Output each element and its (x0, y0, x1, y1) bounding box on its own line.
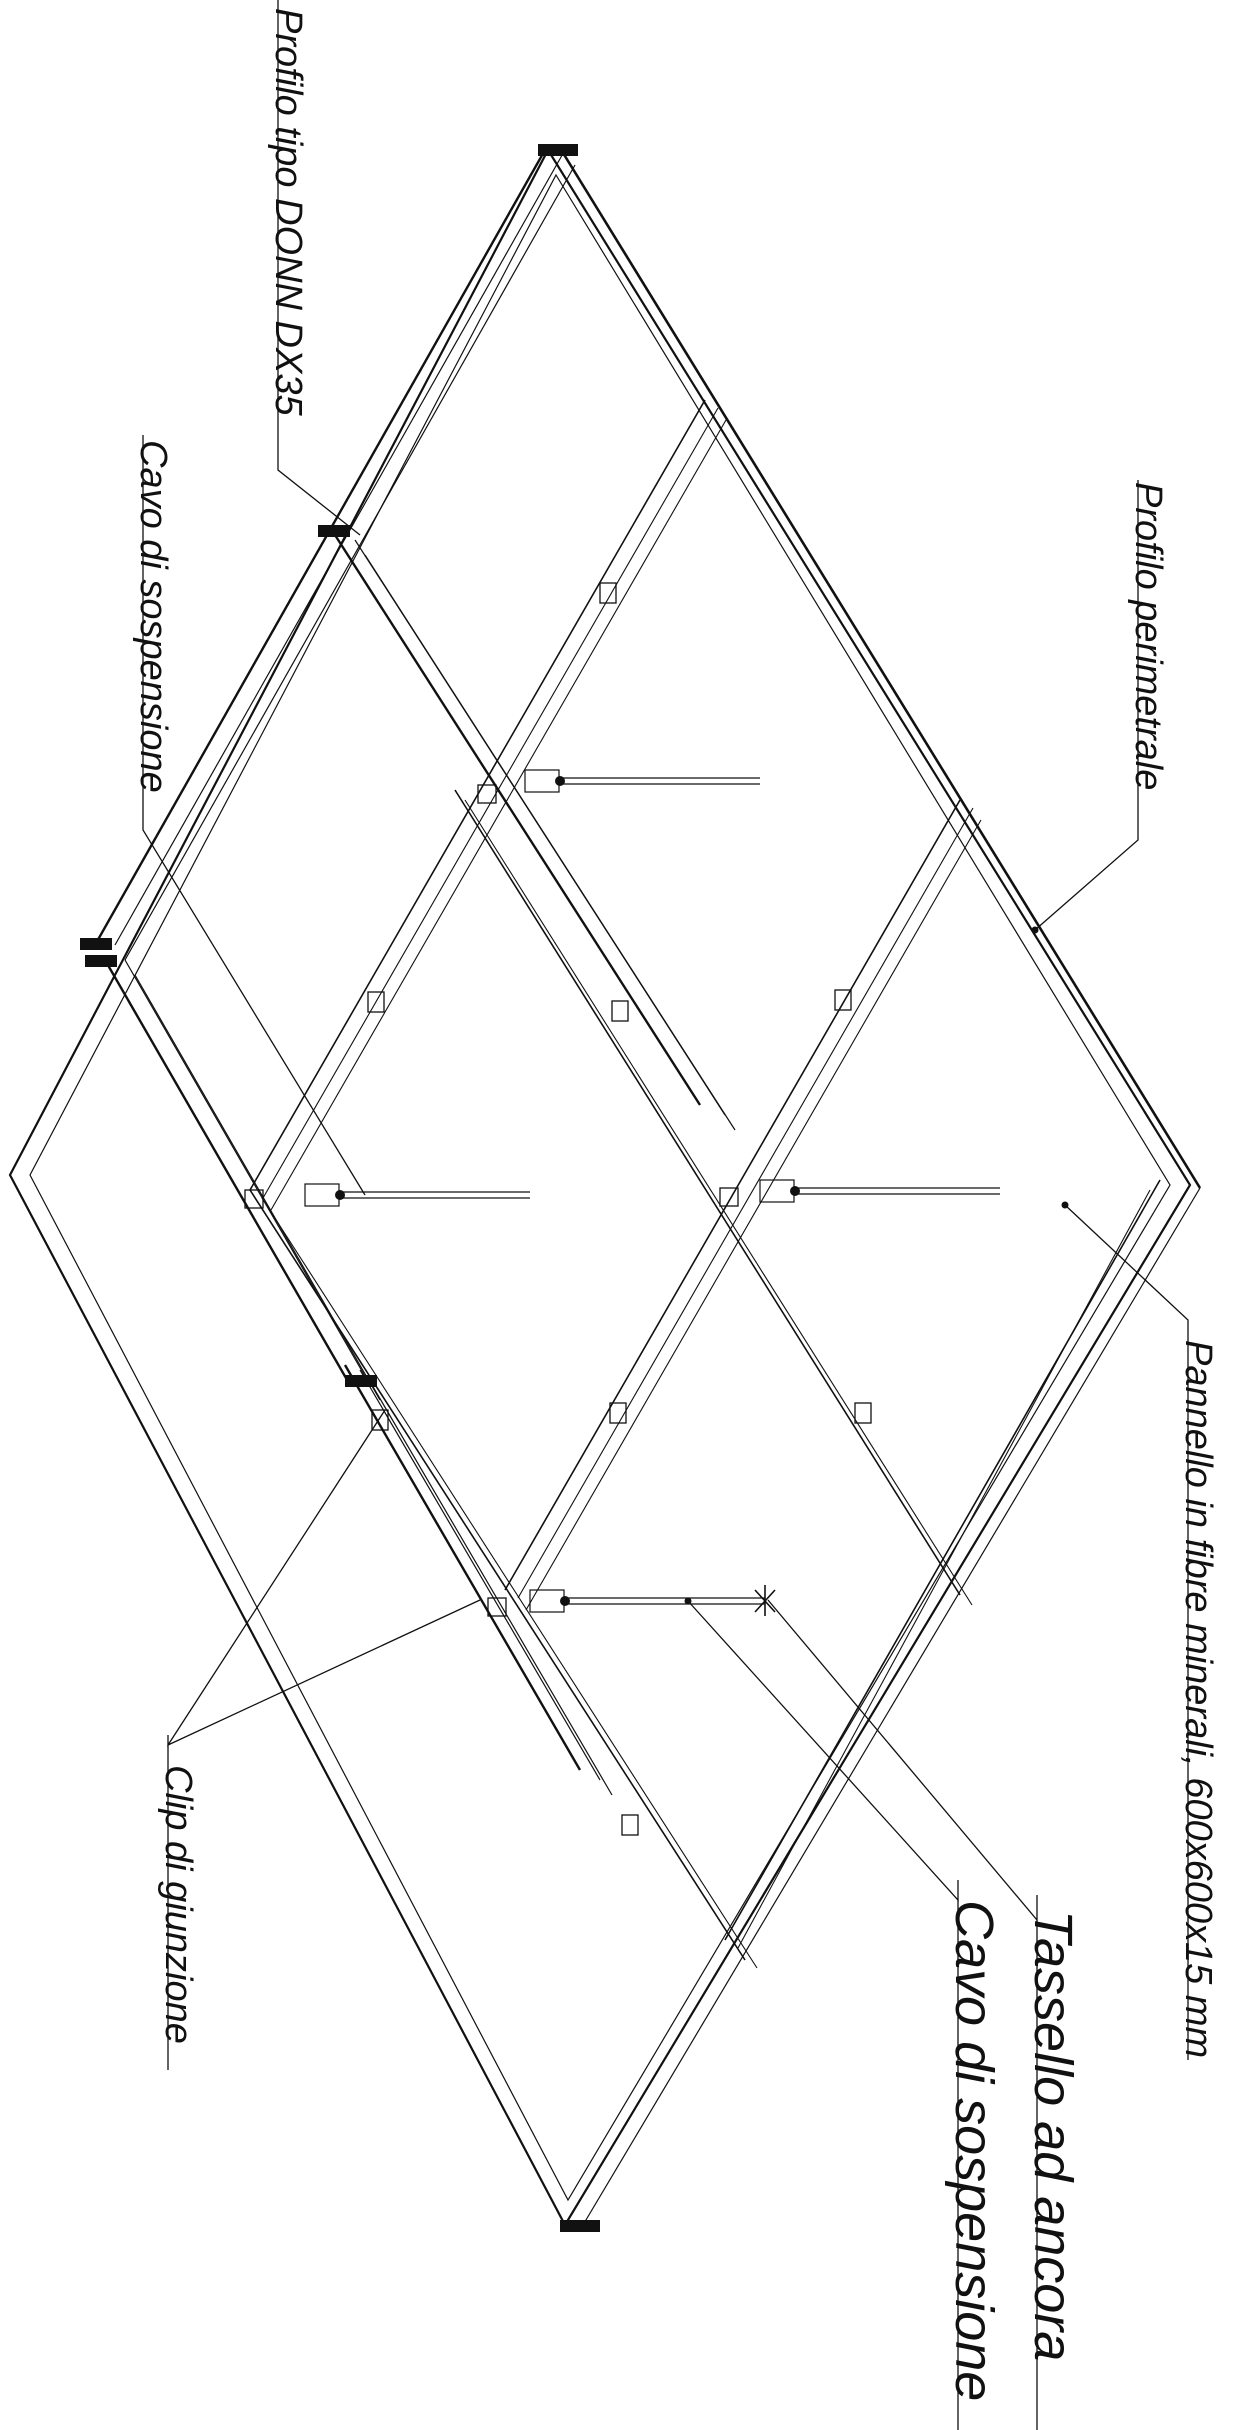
hanger-3 (759, 1179, 1000, 1203)
suspension-hangers (304, 769, 1000, 1616)
leader-perimetrale (1034, 480, 1139, 931)
label-profilo-perimetrale: Profilo perimetrale (1127, 482, 1169, 790)
cross-tee-3 (724, 1179, 1161, 1949)
runner-end-cuts (80, 144, 600, 2232)
leader-dx35 (277, 0, 361, 536)
label-cavo-bottom: Cavo di sospensione (944, 1900, 1004, 2401)
main-runner-2 (333, 534, 736, 1131)
label-tassello: Tassello ad ancora (1023, 1910, 1083, 2361)
hanger-2 (304, 1183, 530, 1207)
label-profilo-dx35: Profilo tipo DONN DX35 (267, 8, 309, 416)
main-runners (93, 149, 736, 1796)
leader-lines (142, 0, 1189, 2430)
cross-tee-1 (249, 399, 727, 1211)
leader-cavo-bottom (687, 1600, 959, 1902)
leader-pannello-dot (1061, 1201, 1069, 1209)
leader-pannello (1064, 1204, 1189, 2060)
label-pannello: Pannello in fibre minerali, 600x600x15 m… (1177, 1340, 1219, 2058)
leader-cavo-top (142, 435, 366, 1196)
junction-clips (244, 582, 872, 1836)
leader-tassello (767, 1599, 1038, 1922)
leader-perimetrale-dot (1031, 926, 1039, 934)
label-clip: Clip di giunzione (157, 1765, 199, 2044)
main-runner-3 (103, 959, 381, 1401)
leader-clip-b (167, 1599, 481, 1746)
cross-tee-5 (249, 1189, 758, 1969)
cross-tees (249, 399, 1161, 1969)
hanger-4 (529, 1585, 776, 1616)
hanger-1 (524, 769, 760, 793)
main-runner-4 (343, 1364, 613, 1796)
label-cavo-top: Cavo di sospensione (132, 440, 174, 793)
labels: Profilo tipo DONN DX35 Cavo di sospensio… (132, 8, 1219, 2401)
cross-tee-4 (454, 789, 973, 1606)
main-runner-1 (93, 149, 576, 961)
cross-tee-2 (504, 799, 982, 1611)
leader-cavo-bottom-dot (684, 1597, 692, 1605)
perimeter-profile (558, 147, 1202, 2231)
anchor-icon (754, 1585, 776, 1616)
